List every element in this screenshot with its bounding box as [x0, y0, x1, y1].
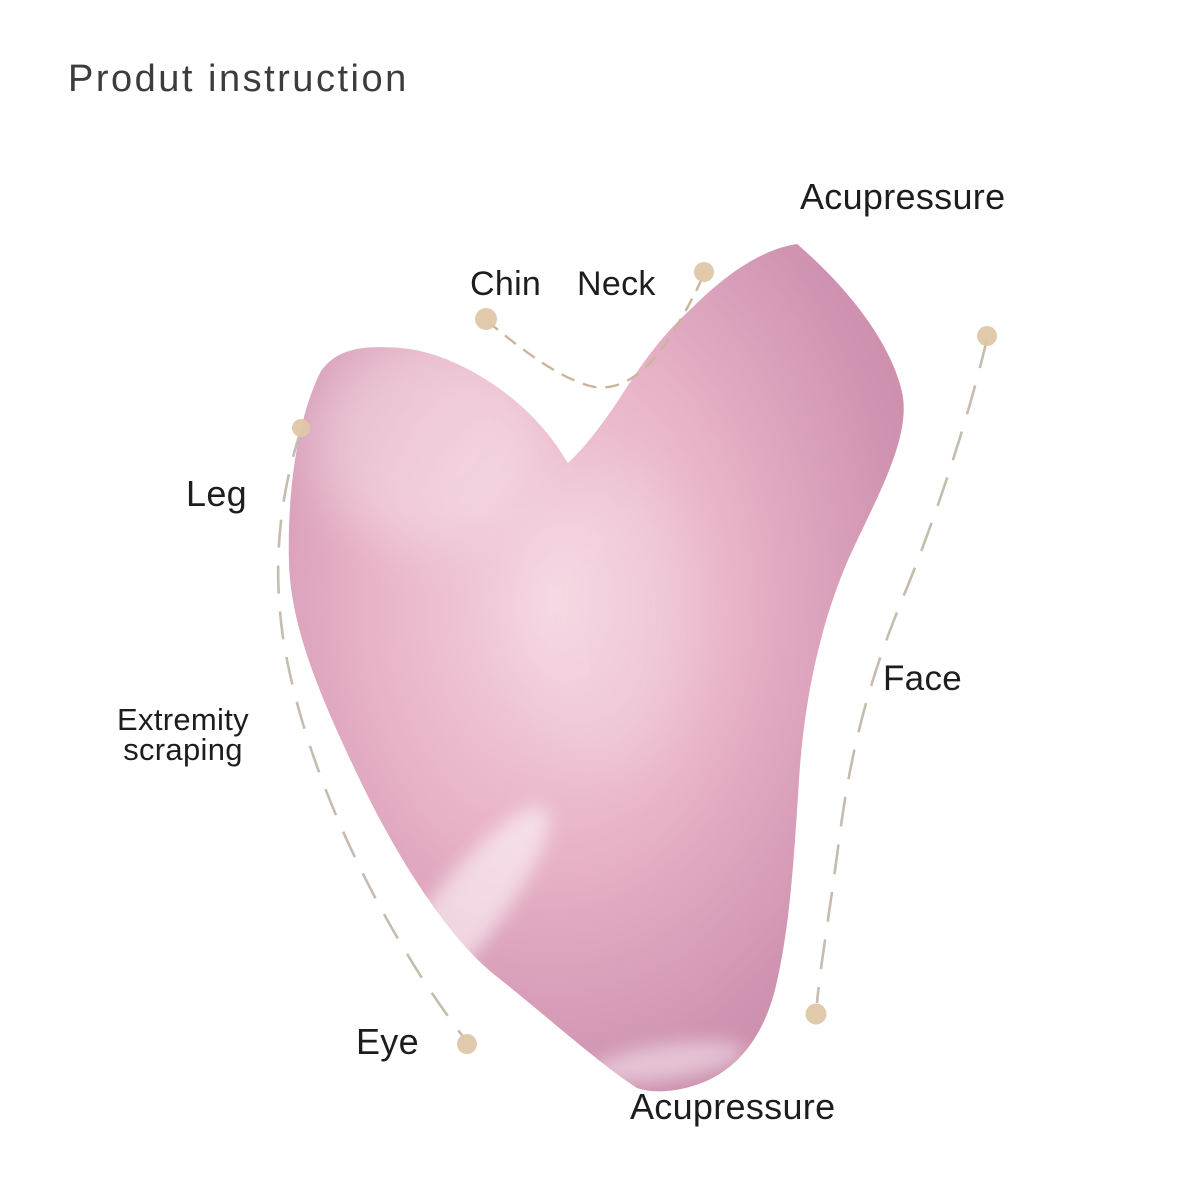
- label-extremity-scraping: Extremity scraping: [88, 702, 278, 767]
- acupressure-top-dot: [977, 326, 997, 346]
- label-eye: Eye: [356, 1021, 419, 1062]
- chin-dot: [475, 308, 497, 330]
- label-extremity-line1: Extremity: [117, 702, 249, 737]
- page-title: Produt instruction: [68, 58, 409, 100]
- left-guide-line: [276, 429, 466, 1039]
- acupressure-bottom-dot: [805, 1003, 827, 1025]
- label-face: Face: [883, 659, 963, 698]
- label-chin: Chin: [470, 265, 542, 303]
- label-extremity-line2: scraping: [123, 732, 243, 767]
- right-guide-line: [815, 338, 989, 1004]
- label-neck: Neck: [577, 265, 656, 303]
- leg-dot: [292, 419, 310, 437]
- label-leg: Leg: [186, 473, 247, 514]
- stone-highlight-bottom: [590, 1041, 746, 1083]
- neck-dot: [694, 262, 714, 282]
- eye-dot: [457, 1034, 477, 1054]
- stone-sheen-center: [520, 460, 700, 780]
- stone-highlight-top: [310, 335, 540, 545]
- label-acupressure-bottom: Acupressure: [630, 1086, 836, 1127]
- label-acupressure-top: Acupressure: [800, 176, 1006, 217]
